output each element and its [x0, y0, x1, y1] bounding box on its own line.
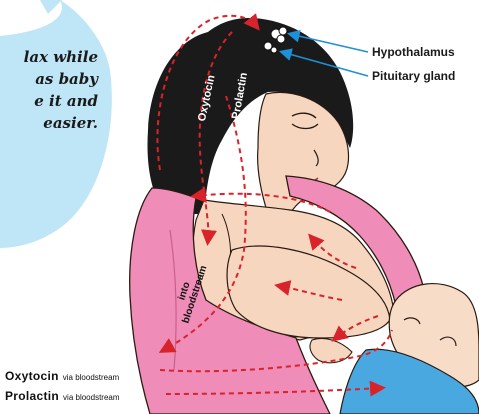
bubble-line-4: easier. — [0, 112, 98, 134]
bubble-line-1: lax while — [0, 46, 98, 68]
bubble-message: lax while as baby e it and easier. — [0, 46, 98, 134]
oxytocin-via-text: via bloodstream — [63, 373, 119, 382]
bubble-line-3: e it and — [0, 90, 98, 112]
prolactin-bottom-label: Prolactin via bloodstream — [5, 387, 120, 405]
bubble-line-2: as baby — [0, 68, 98, 90]
prolactin-bottom-name: Prolactin — [5, 389, 59, 403]
oxytocin-bottom-label: Oxytocin via bloodstream — [5, 367, 119, 385]
pituitary-gland-label: Pituitary gland — [372, 69, 455, 83]
prolactin-via-text: via bloodstream — [63, 393, 119, 402]
oxytocin-bottom-name: Oxytocin — [5, 369, 59, 383]
hypothalamus-label: Hypothalamus — [372, 45, 455, 59]
